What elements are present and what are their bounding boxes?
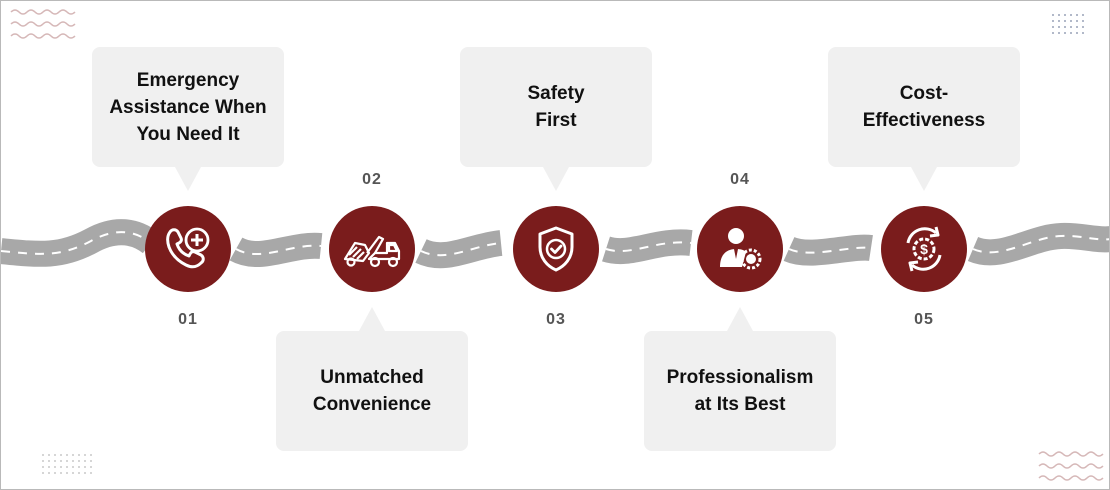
dot-grid-bottom-left xyxy=(42,454,92,474)
dot-grid-top-right xyxy=(1052,14,1084,34)
step-2-icon-circle xyxy=(329,206,415,292)
step-4-card-pointer xyxy=(727,307,753,331)
wave-pattern-top-left xyxy=(10,9,76,39)
step-3-icon-circle xyxy=(513,206,599,292)
step-1-number: 01 xyxy=(178,311,198,328)
step-1-card-pointer xyxy=(175,167,201,191)
wave-pattern-bottom-right xyxy=(1038,451,1104,481)
phone-medical-icon xyxy=(166,227,210,269)
step-4-title: Professionalism at Its Best xyxy=(666,367,814,415)
cost-cycle-icon: $ xyxy=(906,226,942,272)
step-5-icon-circle: $ xyxy=(881,206,967,292)
step-4-number: 04 xyxy=(730,171,750,188)
step-2-card-pointer xyxy=(359,307,385,331)
step-3-number: 03 xyxy=(546,311,566,328)
step-5-number: 05 xyxy=(914,311,934,328)
tow-truck-icon xyxy=(343,235,401,268)
step-2-number: 02 xyxy=(362,171,382,188)
professional-badge-icon xyxy=(720,228,762,270)
svg-text:$: $ xyxy=(920,241,928,257)
step-2-title: Unmatched Convenience xyxy=(312,367,432,415)
winding-road xyxy=(1,219,1109,269)
step-2-card: Unmatched Convenience xyxy=(276,331,468,451)
step-5-title: Cost- Effectiveness xyxy=(862,83,986,131)
step-1-card: Emergency Assistance When You Need It xyxy=(92,47,284,167)
shield-check-icon xyxy=(538,226,574,272)
step-5-card-pointer xyxy=(911,167,937,191)
step-1-icon-circle xyxy=(145,206,231,292)
step-5-card: Cost- Effectiveness xyxy=(828,47,1020,167)
step-3-card: Safety First xyxy=(460,47,652,167)
step-4-icon-circle xyxy=(697,206,783,292)
step-3-card-pointer xyxy=(543,167,569,191)
step-1-title: Emergency Assistance When You Need It xyxy=(109,69,267,145)
step-4-card: Professionalism at Its Best xyxy=(644,331,836,451)
step-3-title: Safety First xyxy=(527,83,585,131)
